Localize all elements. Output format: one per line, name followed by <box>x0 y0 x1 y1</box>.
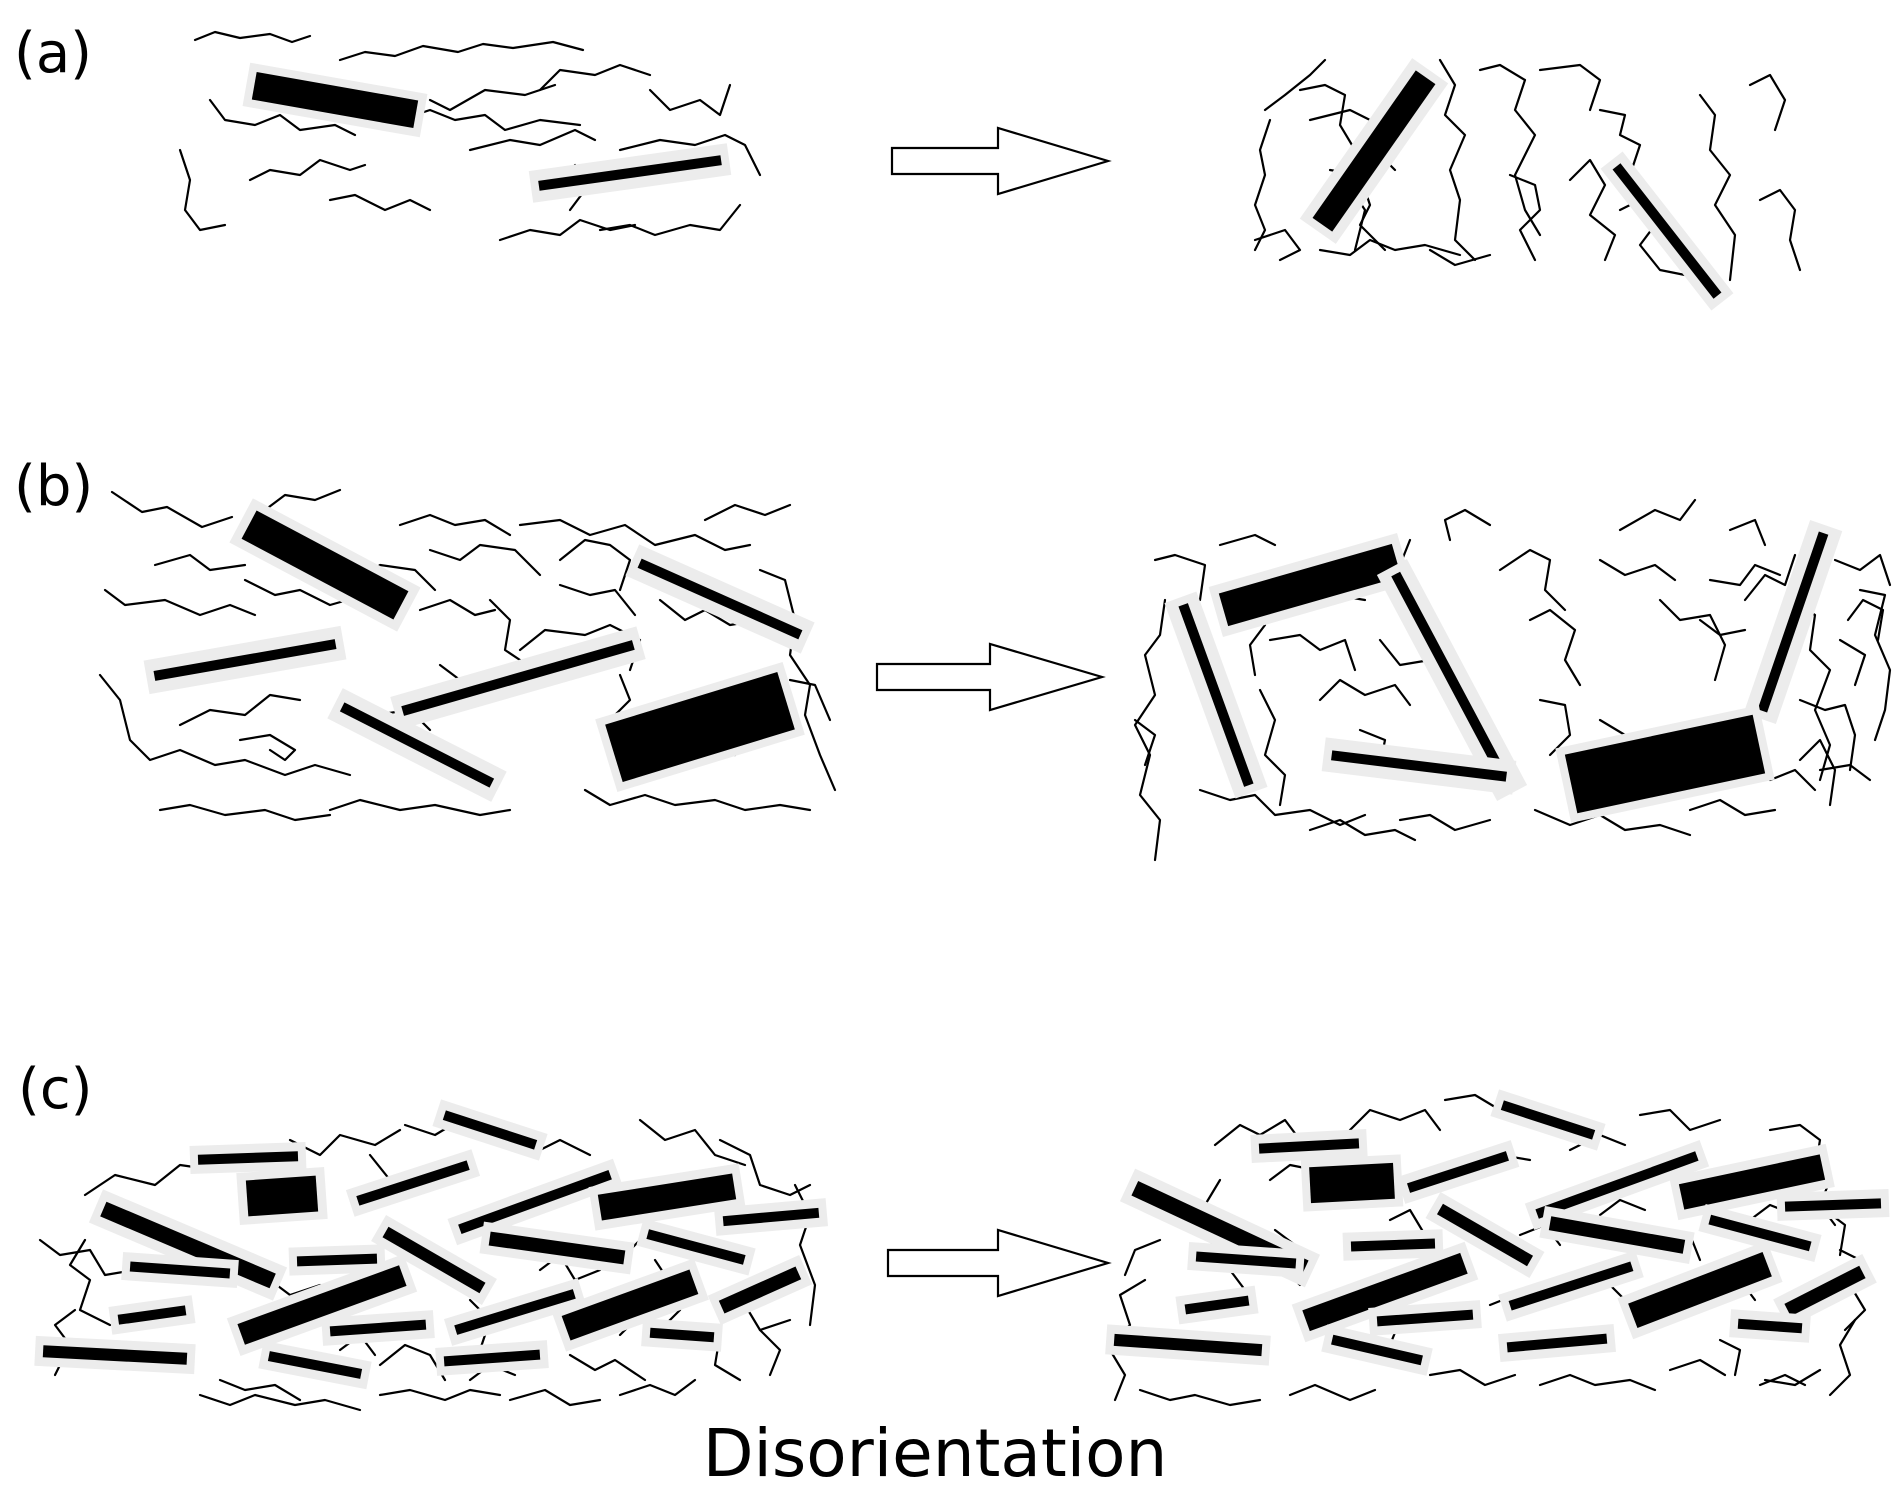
panel-label-b: (b) <box>14 454 93 519</box>
clay-platelets <box>34 1099 829 1390</box>
caption: Disorientation <box>703 1415 1168 1492</box>
polymer-chains <box>1253 58 1802 282</box>
polymer-chains <box>178 30 762 242</box>
panel-b-arrow <box>875 642 1106 712</box>
clay-platelets <box>1299 58 1734 311</box>
panel-c-before <box>34 1099 829 1412</box>
panel-c-arrow <box>886 1228 1112 1298</box>
clay-platelets <box>143 498 815 802</box>
panel-label-c: (c) <box>18 1057 92 1122</box>
clay-platelets <box>1164 520 1843 823</box>
panel-b-after <box>1133 498 1892 862</box>
panel-a <box>178 30 1802 311</box>
panel-b <box>98 488 1892 862</box>
panel-b-before <box>98 488 837 822</box>
panel-a-before <box>178 30 762 242</box>
panel-a-arrow <box>890 126 1112 196</box>
panel-c <box>34 1089 1890 1412</box>
clay-platelets <box>1105 1089 1890 1376</box>
panel-c-after <box>1105 1089 1890 1407</box>
panel-a-after <box>1253 58 1802 311</box>
panel-label-a: (a) <box>14 21 92 86</box>
clay-platelets <box>242 62 732 203</box>
